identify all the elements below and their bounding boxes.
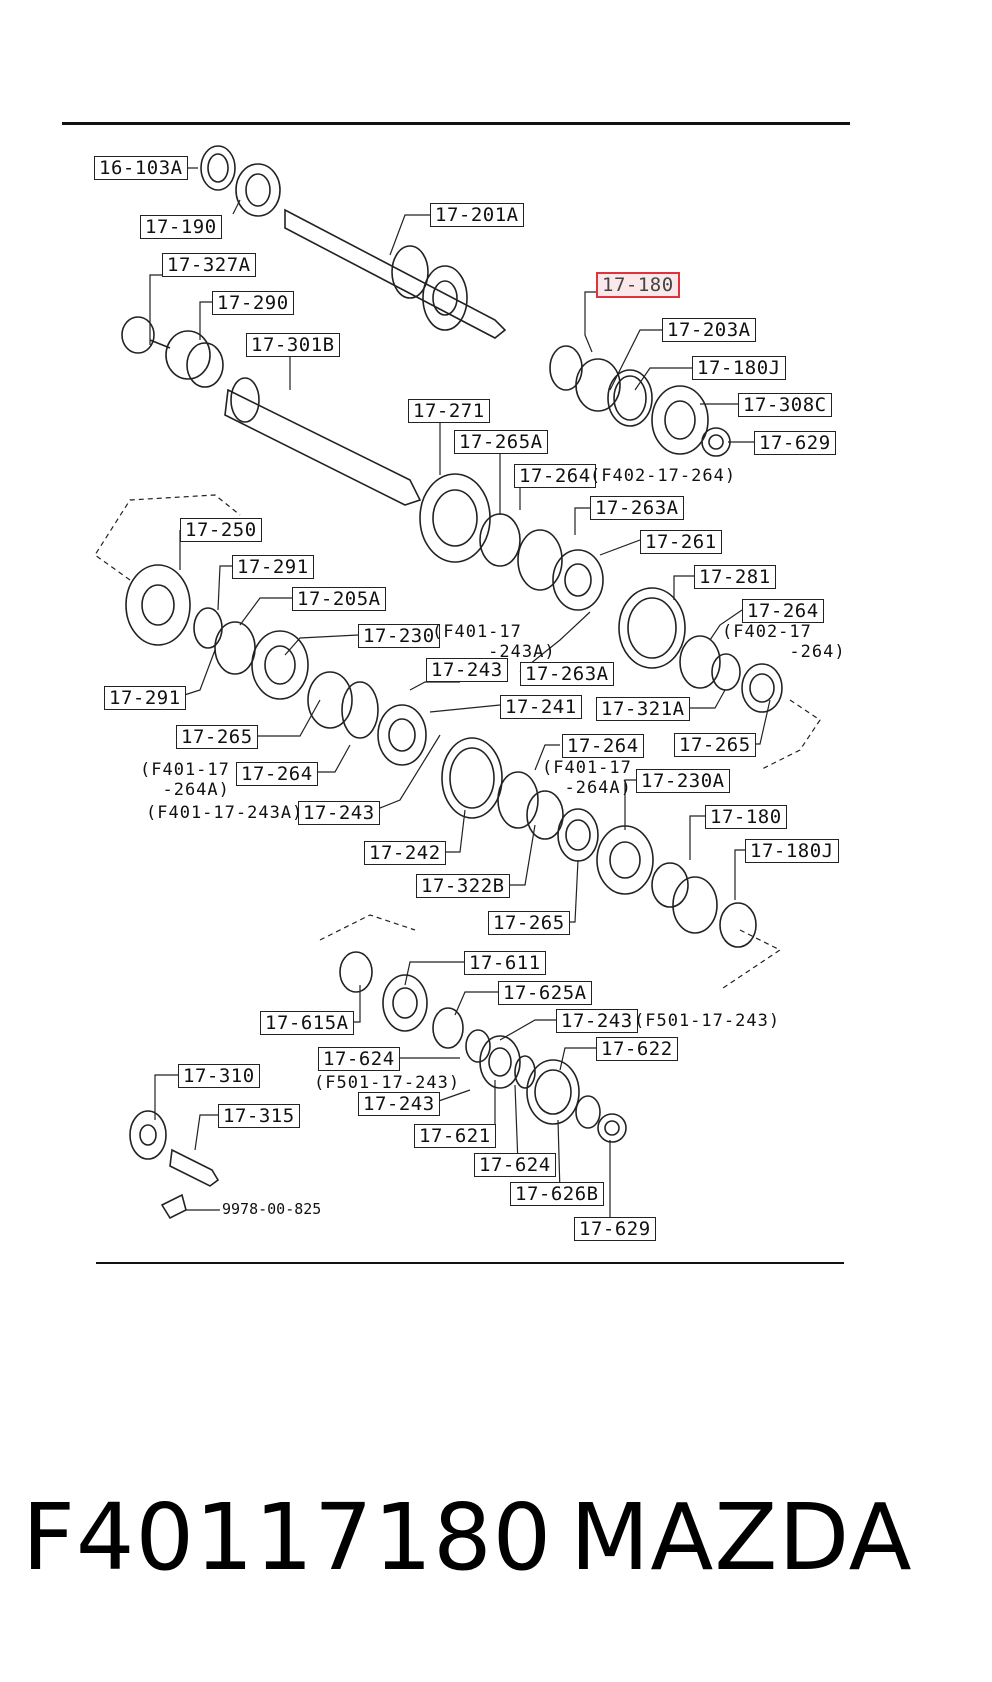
label-17-250: 17-250 [180, 518, 262, 542]
label-17-263A: 17-263A [520, 662, 614, 686]
label-17-629: 17-629 [574, 1217, 656, 1241]
input-shaft-parts [200, 145, 507, 339]
part-number-9978-00-825: 9978-00-825 [222, 1200, 322, 1218]
label-17-621: 17-621 [414, 1124, 496, 1148]
reverse-gears [339, 951, 627, 1143]
note-f401-17-243A: (F401-17 -243A) [432, 622, 556, 662]
label-17-241: 17-241 [500, 695, 582, 719]
label-17-310: 17-310 [178, 1064, 260, 1088]
label-17-624: 17-624 [474, 1153, 556, 1177]
label-17-290: 17-290 [212, 291, 294, 315]
label-17-322B: 17-322B [416, 874, 510, 898]
label-17-190: 17-190 [140, 215, 222, 239]
label-17-626B: 17-626B [510, 1182, 604, 1206]
note-f401-17-264A: (F401-17 -264A) [140, 760, 230, 800]
left-gears [125, 564, 757, 948]
note-f401-17-243A-b: (F401-17-243A) [146, 803, 304, 823]
label-17-264: 17-264 [562, 734, 644, 758]
right-top-parts [549, 345, 731, 457]
group-brackets [94, 494, 821, 991]
middle-gears [419, 473, 783, 713]
note-f402-17-264: (F402-17-264) [590, 466, 737, 486]
label-17-242: 17-242 [364, 841, 446, 865]
note-f501-17-243: (F501-17-243) [634, 1011, 781, 1031]
label-17-203A: 17-203A [662, 318, 756, 342]
label-17-281: 17-281 [694, 565, 776, 589]
label-17-265: 17-265 [176, 725, 258, 749]
label-17-180-highlighted: 17-180 [596, 272, 680, 298]
label-17-180J: 17-180J [692, 356, 786, 380]
label-17-611: 17-611 [464, 951, 546, 975]
label-16-103A: 16-103A [94, 156, 188, 180]
bottom-rule [96, 1262, 844, 1264]
label-17-243: 17-243 [556, 1009, 638, 1033]
footer-brand: MAZDA [570, 1484, 913, 1591]
countershaft-parts [121, 316, 422, 506]
label-17-625A: 17-625A [498, 981, 592, 1005]
label-17-308C: 17-308C [738, 393, 832, 417]
label-17-264: 17-264 [514, 464, 596, 488]
label-17-261: 17-261 [640, 530, 722, 554]
label-17-201A: 17-201A [430, 203, 524, 227]
label-17-291: 17-291 [232, 555, 314, 579]
label-17-301B: 17-301B [246, 333, 340, 357]
note-f402-17-264-b: (F402-17 -264) [722, 622, 846, 662]
label-17-622: 17-622 [596, 1037, 678, 1061]
label-17-321A: 17-321A [596, 697, 690, 721]
label-17-615A: 17-615A [260, 1011, 354, 1035]
label-17-263A: 17-263A [590, 496, 684, 520]
label-17-271: 17-271 [408, 399, 490, 423]
label-17-243: 17-243 [298, 801, 380, 825]
label-17-264: 17-264 [742, 599, 824, 623]
label-17-327A: 17-327A [162, 253, 256, 277]
label-17-230A: 17-230A [636, 769, 730, 793]
parts-drawing [94, 145, 821, 1229]
label-17-629: 17-629 [754, 431, 836, 455]
label-17-243: 17-243 [358, 1092, 440, 1116]
label-17-264: 17-264 [236, 762, 318, 786]
top-rule [62, 122, 850, 125]
label-17-205A: 17-205A [292, 587, 386, 611]
label-17-265A: 17-265A [454, 430, 548, 454]
note-f401-17-264A-b: (F401-17 -264A) [542, 758, 632, 798]
label-17-243: 17-243 [426, 658, 508, 682]
label-17-180: 17-180 [705, 805, 787, 829]
idler-parts [129, 1110, 220, 1220]
label-17-180J: 17-180J [745, 839, 839, 863]
label-17-624: 17-624 [318, 1047, 400, 1071]
note-f501-17-243-b: (F501-17-243) [314, 1073, 461, 1093]
label-17-291: 17-291 [104, 686, 186, 710]
label-17-265: 17-265 [674, 733, 756, 757]
label-17-230: 17-230 [358, 624, 440, 648]
label-17-315: 17-315 [218, 1104, 300, 1128]
footer-part-number: F40117180 [22, 1484, 553, 1591]
label-17-265: 17-265 [488, 911, 570, 935]
